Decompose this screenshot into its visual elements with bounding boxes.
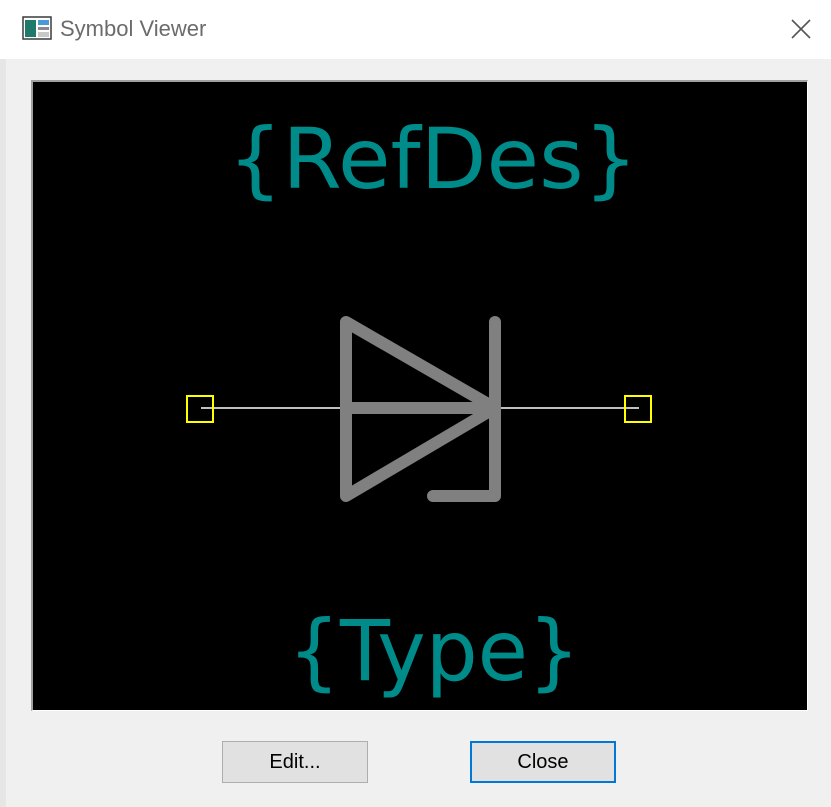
close-button[interactable]: Close xyxy=(470,741,616,783)
window-left-edge xyxy=(0,59,6,807)
pin-marker-left[interactable] xyxy=(186,395,214,423)
diode-symbol xyxy=(340,316,501,502)
refdes-label: {RefDes} xyxy=(228,110,638,208)
edit-button[interactable]: Edit... xyxy=(222,741,368,783)
app-window-icon xyxy=(22,16,52,40)
symbol-drawing: {RefDes} {Type} xyxy=(186,110,652,700)
pin-marker-right[interactable] xyxy=(624,395,652,423)
window-title: Symbol Viewer xyxy=(60,16,207,41)
close-icon[interactable] xyxy=(786,14,816,44)
title-bar[interactable]: Symbol Viewer xyxy=(0,0,831,59)
symbol-preview-canvas: {RefDes} {Type} xyxy=(31,80,808,711)
type-label: {Type} xyxy=(288,602,580,700)
